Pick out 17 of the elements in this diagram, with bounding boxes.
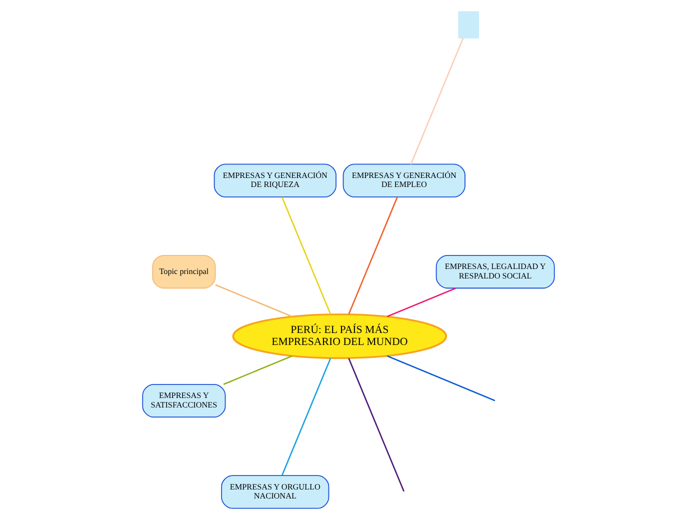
connector bbox=[386, 288, 456, 318]
connector bbox=[215, 284, 292, 318]
connector bbox=[223, 355, 292, 385]
node-box bbox=[458, 11, 480, 38]
node-box: EMPRESAS Y GENERACIÓN DE RIQUEZA bbox=[214, 164, 336, 198]
node-box: EMPRESAS Y ORGULLO NACIONAL bbox=[221, 475, 330, 509]
connector bbox=[281, 196, 332, 315]
connector bbox=[348, 196, 398, 315]
node-box: Topic principal bbox=[152, 254, 216, 289]
connector bbox=[348, 358, 405, 492]
node-box: EMPRESAS Y SATISFACCIONES bbox=[142, 384, 226, 418]
connector bbox=[386, 355, 496, 402]
node-box: EMPRESAS Y GENERACIÓN DE EMPLEO bbox=[342, 164, 466, 198]
connector bbox=[281, 358, 332, 476]
node-box: EMPRESAS, LEGALIDAD Y RESPALDO SOCIAL bbox=[436, 254, 555, 289]
connector bbox=[410, 38, 464, 164]
node-ellipse: PERÚ: EL PAÍS MÁS EMPRESARIO DEL MUNDO bbox=[232, 313, 448, 360]
